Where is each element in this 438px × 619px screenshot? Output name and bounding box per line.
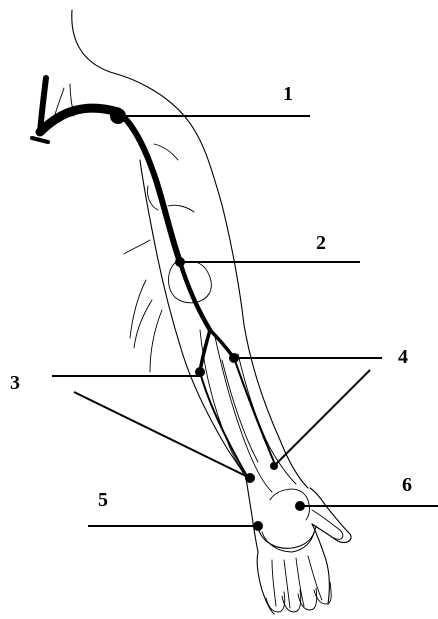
markers [110, 108, 305, 531]
label-6: 6 [402, 474, 412, 496]
label-4: 4 [398, 346, 408, 368]
leader-4-lower [274, 370, 370, 466]
label-2: 2 [316, 232, 326, 254]
label-3: 3 [10, 372, 20, 394]
label-1: 1 [283, 83, 293, 105]
label-5: 5 [98, 489, 108, 511]
leader-lines [52, 116, 438, 526]
labels: 1 2 3 4 5 6 [10, 83, 412, 511]
leader-3-lower [74, 392, 250, 478]
